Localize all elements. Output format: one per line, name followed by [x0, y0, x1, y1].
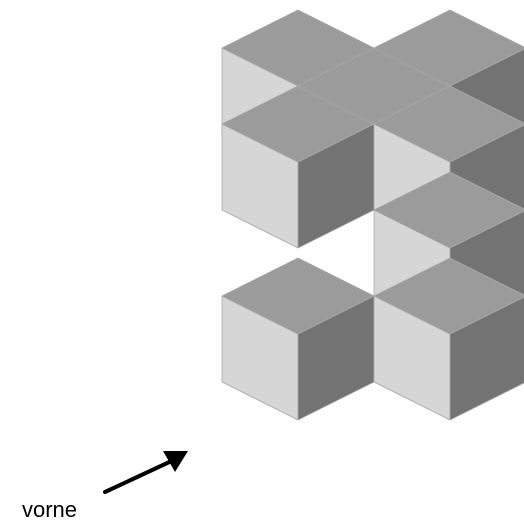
cube-bottom-left: [221, 257, 375, 421]
front-arrow-head: [163, 451, 188, 472]
cube-top-face: [373, 257, 524, 335]
cube-stack: [221, 9, 524, 421]
front-label: vorne: [22, 497, 78, 522]
front-arrow-shaft: [103, 456, 180, 494]
cube-top-face: [373, 85, 524, 163]
cube-top-front-left: [221, 85, 375, 249]
cube-top-face: [373, 171, 524, 249]
front-arrow: [103, 451, 188, 494]
cube-bottom-right: [373, 257, 524, 421]
